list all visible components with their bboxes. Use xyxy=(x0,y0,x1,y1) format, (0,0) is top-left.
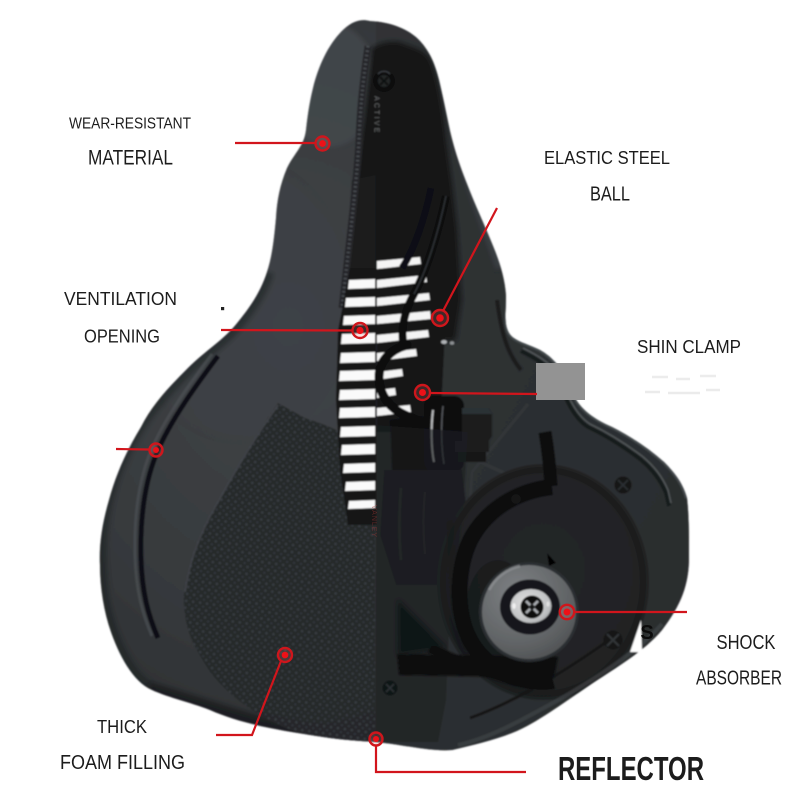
svg-text:VENTILATION: VENTILATION xyxy=(64,289,177,309)
svg-text:VANLEY: VANLEY xyxy=(370,505,377,538)
svg-text:MATERIAL: MATERIAL xyxy=(88,146,173,170)
svg-text:SHOCK: SHOCK xyxy=(717,631,776,654)
svg-text:BALL: BALL xyxy=(590,183,630,206)
svg-text:REFLECTOR: REFLECTOR xyxy=(558,750,704,787)
svg-text:WEAR-RESISTANT: WEAR-RESISTANT xyxy=(69,116,191,133)
svg-text:THICK: THICK xyxy=(97,716,148,737)
svg-text:ELASTIC STEEL: ELASTIC STEEL xyxy=(544,148,670,168)
svg-text:OPENING: OPENING xyxy=(84,326,160,347)
svg-text:ACTIVE: ACTIVE xyxy=(373,96,380,134)
svg-text:ABSORBER: ABSORBER xyxy=(696,668,782,690)
svg-text:S: S xyxy=(640,622,653,644)
svg-text:FOAM FILLING: FOAM FILLING xyxy=(60,752,185,774)
svg-text:SHIN CLAMP: SHIN CLAMP xyxy=(637,337,741,357)
